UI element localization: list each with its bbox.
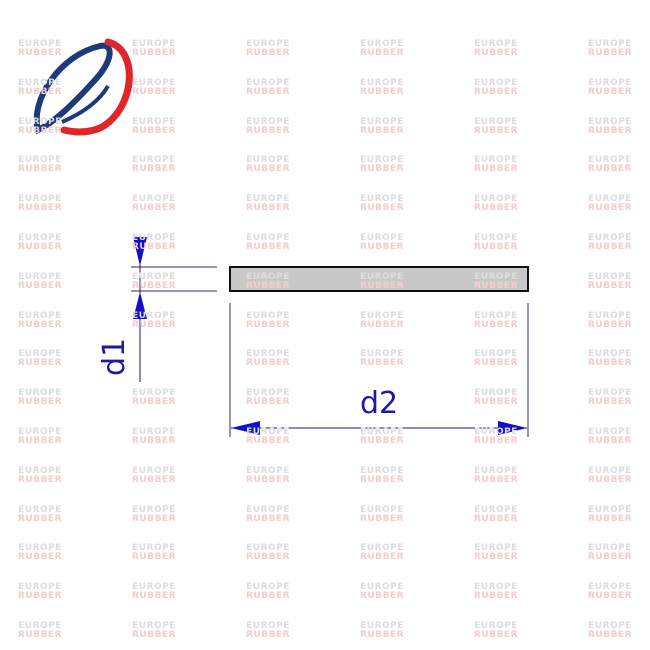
washer-section (229, 266, 529, 292)
arrow-down-icon (133, 237, 147, 266)
arrow-left-icon (231, 421, 260, 435)
extension-lines (131, 266, 529, 437)
d2-label: d2 (360, 386, 398, 421)
d1-dimension: d1 (97, 236, 147, 382)
d1-label: d1 (97, 338, 132, 376)
d2-dimension: d2 (231, 386, 527, 435)
arrow-up-icon (133, 292, 147, 319)
arrow-right-icon (498, 421, 527, 435)
europe-rubber-logo (33, 38, 133, 136)
